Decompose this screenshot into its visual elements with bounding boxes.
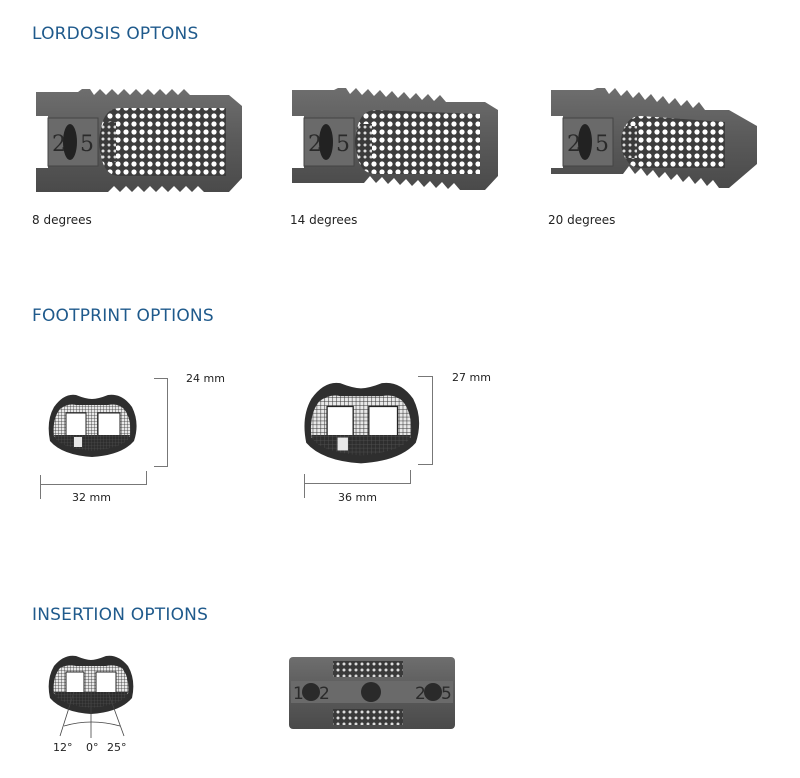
implant-20-degrees-image: 2 5 [551, 88, 757, 188]
svg-text:5: 5 [595, 132, 609, 157]
width-dimension-right-tick-2 [410, 470, 411, 484]
svg-text:2: 2 [52, 132, 66, 157]
width-dimension-line-2 [304, 483, 411, 484]
caption-14-degrees: 14 degrees [290, 213, 358, 227]
implant-8-degrees-image: 2 5 [36, 89, 242, 192]
height-dimension-line-2 [432, 376, 433, 465]
svg-text:2: 2 [567, 132, 581, 157]
svg-text:1: 1 [293, 684, 304, 704]
svg-text:2: 2 [415, 684, 426, 704]
svg-text:5: 5 [441, 684, 452, 704]
footprint-large-image [304, 382, 420, 464]
implant-14-degrees-image: 2 5 [292, 88, 498, 190]
height-dimension-line [167, 378, 168, 467]
width-label-36mm: 36 mm [338, 491, 377, 504]
insertion-angles-image [48, 655, 134, 738]
height-label-24mm: 24 mm [186, 372, 225, 385]
caption-8-degrees: 8 degrees [32, 213, 92, 227]
height-dimension-top-tick [154, 378, 168, 379]
height-label-27mm: 27 mm [452, 371, 491, 384]
angle-label-25: 25° [107, 741, 127, 754]
section-title-lordosis: LORDOSIS OPTONS [32, 24, 199, 44]
section-title-insertion: INSERTION OPTIONS [32, 605, 209, 625]
svg-text:2: 2 [319, 684, 330, 704]
svg-text:5: 5 [80, 132, 94, 157]
angle-label-0: 0° [86, 741, 99, 754]
width-dimension-left-tick-2 [304, 474, 305, 498]
height-dimension-bottom-tick-2 [418, 464, 432, 465]
height-dimension-top-tick-2 [418, 376, 432, 377]
svg-text:2: 2 [308, 132, 322, 157]
height-dimension-bottom-tick [154, 466, 168, 467]
svg-text:5: 5 [336, 132, 350, 157]
section-title-footprint: FOOTPRINT OPTIONS [32, 306, 214, 326]
width-label-32mm: 32 mm [72, 491, 111, 504]
caption-20-degrees: 20 degrees [548, 213, 616, 227]
width-dimension-right-tick [146, 471, 147, 485]
footprint-small-image [48, 394, 137, 457]
angle-label-12: 12° [53, 741, 73, 754]
insertion-side-view-image: 1 2 2 5 [289, 657, 455, 729]
width-dimension-left-tick [40, 475, 41, 499]
width-dimension-line [40, 484, 147, 485]
